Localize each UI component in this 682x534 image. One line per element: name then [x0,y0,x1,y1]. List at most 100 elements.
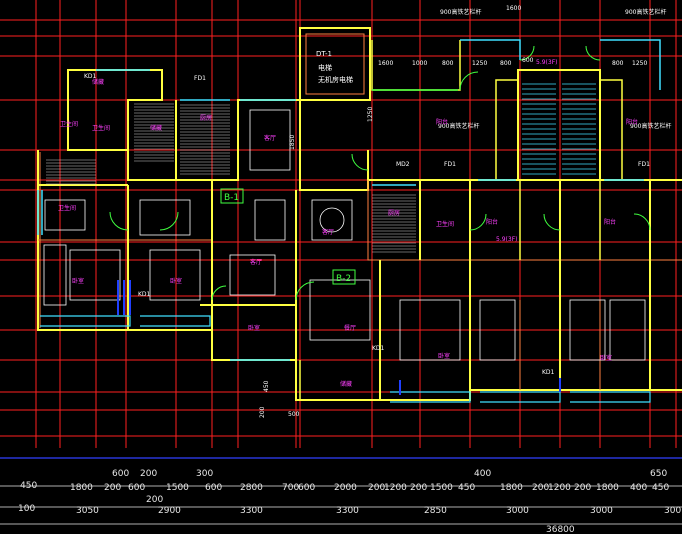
room-label: 厨房 [200,114,212,122]
door-tag: KD1 [138,291,151,298]
dim-1250v: 1250 [367,107,374,122]
dim-row3: 3000 [590,506,613,516]
dim-row3: 3300 [240,506,263,516]
dim-450v: 450 [263,380,270,392]
elevator-label: 电梯 [318,63,332,72]
furniture-layer [43,109,646,361]
dim-1000: 1000 [412,60,427,67]
dim-row2-value: 600 [205,483,222,493]
dim-1250a: 1250 [472,60,487,67]
room-label: 卫生间 [58,204,76,212]
dim-row2-value: 700 [282,483,299,493]
dim-total: 36800 [546,525,575,534]
dim-800c: 800 [612,60,624,67]
elevator-tag: DT-1 [316,50,332,58]
dim-row2-value: 450 [458,483,475,493]
railing-note-3: 900高铁艺栏杆 [438,122,479,130]
room-label: 卧室 [170,277,182,285]
dim-800a: 800 [442,60,454,67]
room-label: 厨房 [388,209,400,217]
dim-row2-value: 200 [410,483,427,493]
dim-row3: 300 [664,506,681,516]
wall-layer [37,27,682,403]
dim-row3: 3300 [336,506,359,516]
railing-note-1: 900高铁艺栏杆 [440,8,481,16]
dim-row1: 400 [474,469,491,479]
unit-b2-box [332,269,356,285]
dim-row3: 2850 [424,506,447,516]
room-label: 储藏 [150,124,162,132]
dim-600: 600 [522,57,534,64]
room-label: 阳台 [604,218,616,226]
railing-note-4: 900高铁艺栏杆 [630,122,671,130]
hatch-layer [46,103,416,253]
unit-label-b1: B-1 [224,193,239,203]
dim-row3: 100 [18,504,35,514]
room-label: 阳台 [436,118,448,126]
room-label: 卧室 [600,354,612,362]
dim-1850v: 1850 [289,135,296,150]
dim-row2-value: 200 [532,483,549,493]
unit-b1-box [220,188,244,204]
annotation-layer: 900高铁艺栏杆 900高铁艺栏杆 900高铁艺栏杆 900高铁艺栏杆 1600… [18,5,681,534]
dim-row2-value: 1800 [596,483,619,493]
door-layer [109,45,651,301]
dim-row3: 3050 [76,506,99,516]
dim-row2-value: 1200 [384,483,407,493]
dim-row1: 600 [112,469,129,479]
dim-row2-value: 200 [368,483,385,493]
dim-row1: 200 [146,495,163,505]
dim-row1: 300 [196,469,213,479]
room-label: 卧室 [438,352,450,360]
room-label: 阳台 [486,218,498,226]
dim-1600: 1600 [378,60,393,67]
dim-row2-value: 1800 [70,483,93,493]
blue-accent-layer [117,280,561,395]
stair-treads [522,83,596,175]
room-label: 客厅 [250,258,262,266]
room-label: 卧室 [248,324,260,332]
dim-row2-value: 1500 [430,483,453,493]
dim-row2-value: 2000 [334,483,357,493]
dim-row2-value: 1500 [166,483,189,493]
room-label: 卫生间 [436,220,454,228]
room-label: 储藏 [340,380,352,388]
dim-row1: 650 [650,469,667,479]
door-tag: FD1 [444,161,456,168]
unit-label-b2: B-2 [336,274,351,284]
room-label: 卫生间 [92,124,110,132]
top-dim: 1600 [506,5,521,12]
dim-row2-value: 1200 [548,483,571,493]
door-tag: KD1 [542,369,555,376]
dim-row1: 200 [140,469,157,479]
door-tag: MD2 [396,161,410,168]
door-tag: FD1 [194,75,206,82]
dim-row3: 2900 [158,506,181,516]
dim-row1: 450 [20,481,37,491]
room-label: 客厅 [264,134,276,142]
window-layer [37,69,644,361]
stair-note-a: 5.9(3F) [536,59,558,66]
dim-row2-value: 200 [104,483,121,493]
dim-500: 500 [288,411,300,418]
dim-1250b: 1250 [632,60,647,67]
railing-note-2: 900高铁艺栏杆 [625,8,666,16]
dim-row2-value: 450 [652,483,669,493]
room-label: 卧室 [72,277,84,285]
dim-row2-value: 2800 [240,483,263,493]
dim-row2-value: 400 [630,483,647,493]
room-label: 阳台 [626,118,638,126]
room-label: 客厅 [322,228,334,236]
dim-row2-value: 600 [128,483,145,493]
dim-row2-value: 200 [574,483,591,493]
dim-800b: 800 [500,60,512,67]
dim-row3: 3000 [506,506,529,516]
dim-row2-value: 1800 [500,483,523,493]
room-label: 卫生间 [60,120,78,128]
door-tag: KD1 [84,73,97,80]
dim-row2-value: 600 [298,483,315,493]
stair-note-b: 5.9(3F) [496,236,518,243]
dim-200v: 200 [259,406,266,418]
